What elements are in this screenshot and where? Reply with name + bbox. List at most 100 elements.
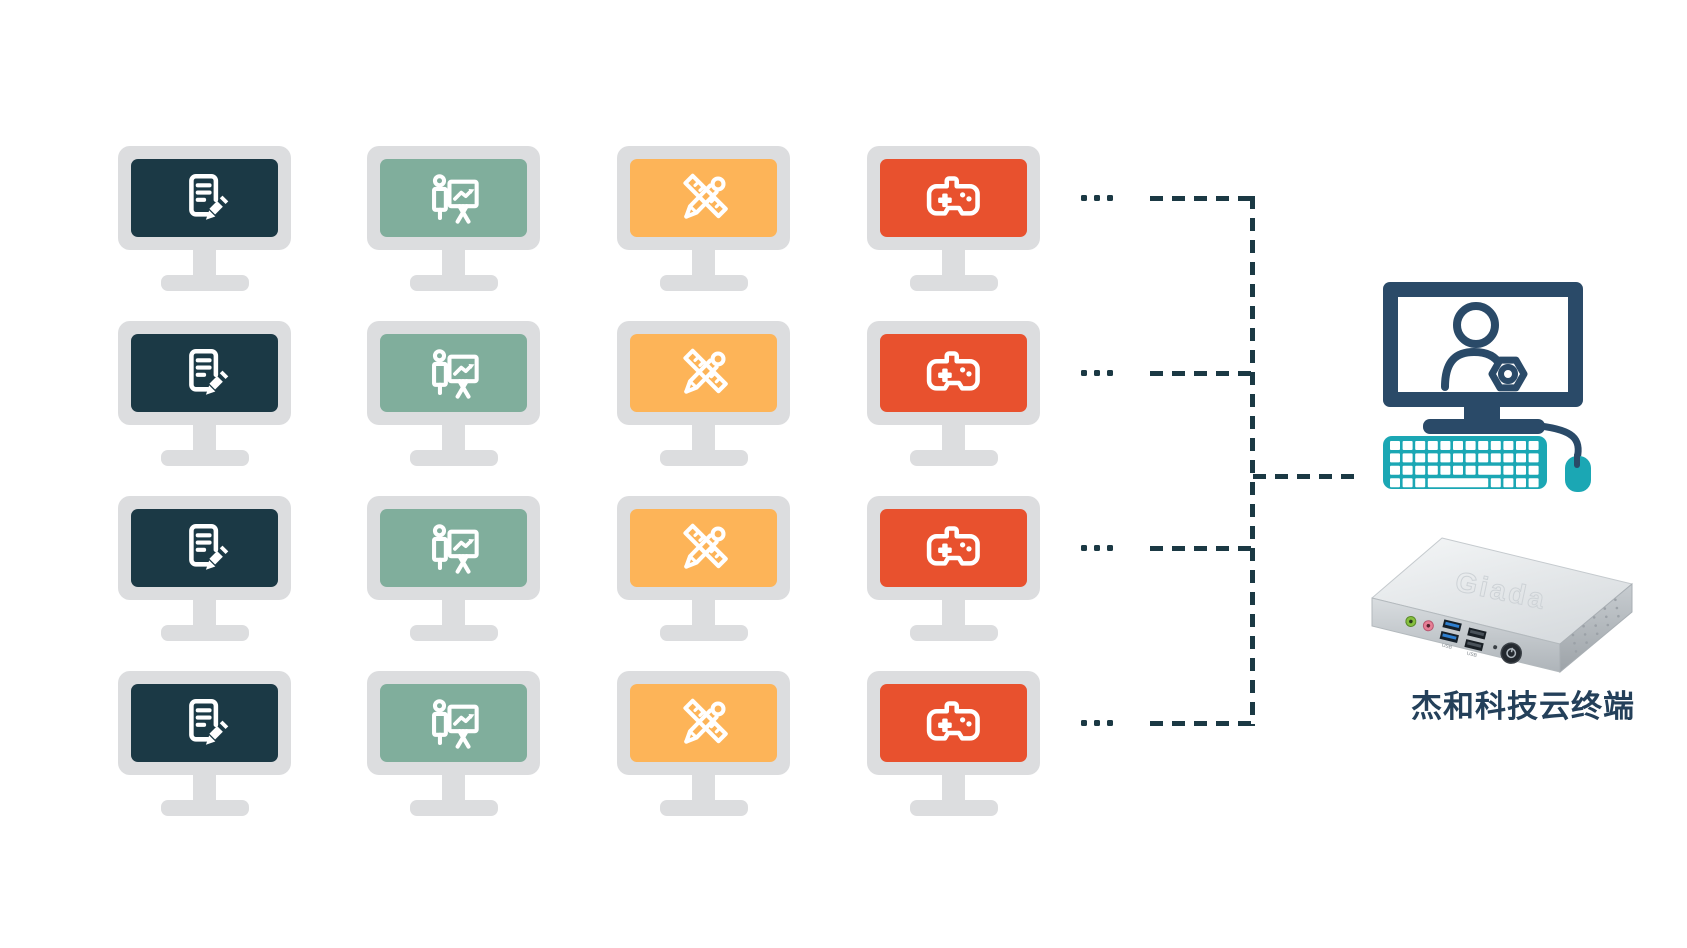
monitor-screen (380, 684, 527, 762)
document-edit-icon (176, 519, 234, 577)
usb-label: USB (1466, 651, 1478, 659)
monitor-stand-base (161, 625, 249, 641)
connector-terminal-line (1253, 474, 1357, 479)
monitor-stand-base (910, 450, 998, 466)
device-label: 杰和科技云终端 (1411, 689, 1635, 724)
usb3-ports (1439, 619, 1462, 644)
connector-branch-line (1150, 371, 1252, 376)
connector-branch-line (1150, 196, 1252, 201)
monitor-stand-base (660, 800, 748, 816)
monitor-screen (380, 334, 527, 412)
client-monitor-document (118, 146, 291, 293)
power-button (1500, 642, 1522, 664)
dot (1081, 195, 1087, 201)
design-tools-icon (675, 519, 733, 577)
monitor-screen (880, 159, 1027, 237)
reset-hole (1493, 645, 1498, 650)
game-controller-icon (925, 694, 983, 752)
client-monitor-document (118, 321, 291, 468)
usb2-ports (1464, 627, 1487, 652)
monitor-stand-neck (193, 600, 216, 627)
monitor-screen (630, 509, 777, 587)
monitor-stand-base (910, 275, 998, 291)
monitor-stand-neck (692, 775, 715, 802)
monitor-stand-neck (442, 425, 465, 452)
monitor-stand-neck (692, 425, 715, 452)
monitor-stand-neck (692, 250, 715, 277)
monitor-stand-neck (193, 775, 216, 802)
monitor-stand-base (660, 625, 748, 641)
admin-mouse (1565, 452, 1591, 492)
cloud-terminal-device: Giada USB USB (1371, 537, 1633, 674)
dot (1094, 720, 1100, 726)
client-monitor-design (617, 146, 790, 293)
monitor-stand-base (161, 450, 249, 466)
monitor-stand-base (660, 450, 748, 466)
game-controller-icon (925, 519, 983, 577)
dot (1081, 545, 1087, 551)
client-monitor-document (118, 496, 291, 643)
monitor-stand-neck (193, 250, 216, 277)
connector-bus-line (1250, 196, 1255, 726)
dot (1107, 195, 1113, 201)
client-monitor-gaming (867, 146, 1040, 293)
dot (1107, 545, 1113, 551)
design-tools-icon (675, 344, 733, 402)
monitor-stand-base (410, 275, 498, 291)
device-ports: USB USB (1405, 615, 1522, 664)
client-monitor-gaming (867, 496, 1040, 643)
document-edit-icon (176, 344, 234, 402)
ellipsis-dots (1081, 720, 1113, 726)
monitor-stand-neck (942, 250, 965, 277)
client-monitor-presentation (367, 321, 540, 468)
monitor-stand-base (161, 275, 249, 291)
monitor-screen (880, 509, 1027, 587)
monitor-screen (131, 684, 278, 762)
monitor-stand-neck (442, 600, 465, 627)
connector-branch-line (1150, 546, 1252, 551)
monitor-stand-base (410, 450, 498, 466)
presentation-icon (425, 344, 483, 402)
monitor-screen (630, 684, 777, 762)
client-monitor-presentation (367, 496, 540, 643)
vent-grid (1571, 598, 1620, 653)
document-edit-icon (176, 169, 234, 227)
monitor-screen (380, 509, 527, 587)
design-tools-icon (675, 694, 733, 752)
monitor-screen (630, 159, 777, 237)
dot (1107, 370, 1113, 376)
device-side-face (1559, 582, 1633, 674)
monitor-stand-neck (442, 775, 465, 802)
monitor-stand-base (410, 800, 498, 816)
client-monitor-presentation (367, 146, 540, 293)
monitor-stand-neck (942, 775, 965, 802)
monitor-screen (880, 334, 1027, 412)
monitor-stand-neck (942, 425, 965, 452)
dot (1081, 720, 1087, 726)
connector-branch-line (1150, 721, 1252, 726)
game-controller-icon (925, 344, 983, 402)
dot (1107, 720, 1113, 726)
client-monitor-presentation (367, 671, 540, 818)
client-monitor-design (617, 671, 790, 818)
dot (1081, 370, 1087, 376)
client-monitor-design (617, 321, 790, 468)
presentation-icon (425, 169, 483, 227)
dot (1094, 545, 1100, 551)
monitor-stand-base (660, 275, 748, 291)
monitor-stand-base (910, 625, 998, 641)
presentation-icon (425, 694, 483, 752)
client-monitor-gaming (867, 321, 1040, 468)
monitor-screen (880, 684, 1027, 762)
monitor-stand-neck (442, 250, 465, 277)
presentation-icon (425, 519, 483, 577)
ellipsis-dots (1081, 545, 1113, 551)
client-monitor-gaming (867, 671, 1040, 818)
client-monitor-design (617, 496, 790, 643)
admin-monitor (1383, 282, 1583, 434)
admin-keyboard (1383, 436, 1547, 489)
monitor-stand-neck (942, 600, 965, 627)
ellipsis-dots (1081, 370, 1113, 376)
monitor-screen (131, 509, 278, 587)
